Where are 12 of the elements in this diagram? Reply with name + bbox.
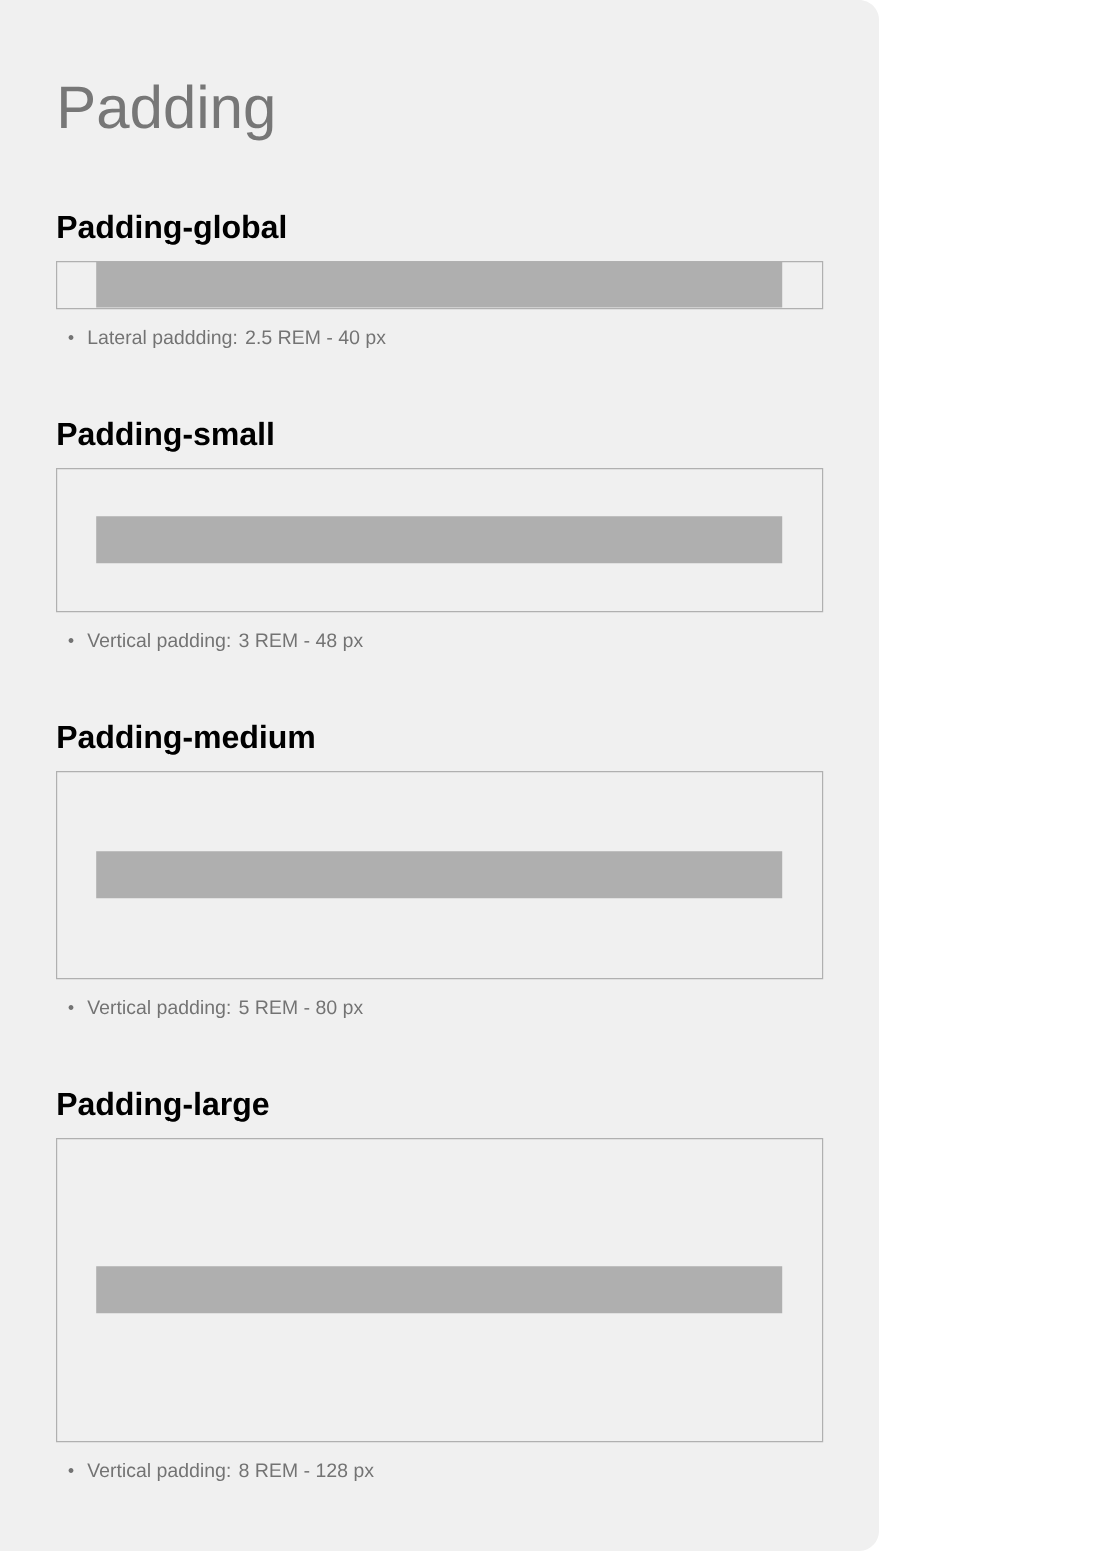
heading: Padding-small (58, 421, 273, 452)
heading: Padding-medium (58, 724, 314, 755)
note-text: Vertical padding: 3 REM - 48 px (87, 632, 363, 652)
bar (96, 516, 783, 564)
note-text: Vertical padding: 5 REM - 80 px (87, 999, 363, 1019)
title: Padding (61, 84, 273, 141)
bar (96, 1266, 783, 1314)
heading: Padding-large (58, 1091, 269, 1122)
note-text: Vertical padding: 8 REM - 128 px (87, 1462, 374, 1482)
heading: Padding-global (58, 214, 286, 245)
bar (96, 851, 783, 899)
note-text: Lateral paddding: 2.5 REM - 40 px (88, 329, 386, 349)
